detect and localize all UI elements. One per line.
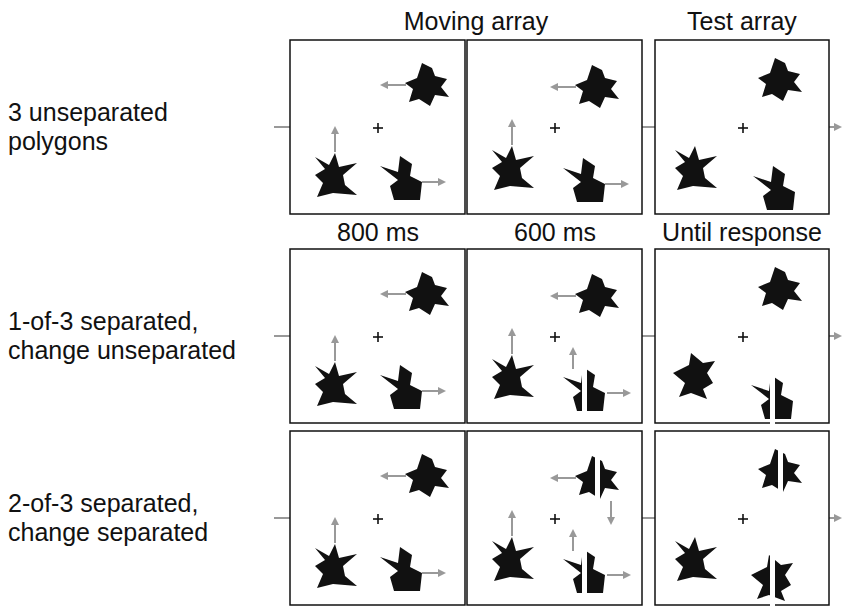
flow-tick [642,126,655,128]
panel-frame [467,249,642,423]
condition-label: 3 unseparated polygons [8,98,258,156]
panel-frame [290,249,465,423]
polygon [675,537,717,581]
fixation-cross [550,123,560,133]
condition-label: 1-of-3 separated, change unseparated [8,307,258,365]
motion-arrow [607,392,627,394]
polygon [380,365,422,409]
polygon [575,65,619,108]
display-panel [467,431,642,605]
display-panel [467,40,642,214]
polygon [315,544,357,588]
polygon [675,146,717,190]
motion-arrow [610,501,612,521]
polygon [575,274,619,317]
motion-arrow [334,521,336,543]
polygon [753,166,795,210]
motion-arrow [572,351,574,369]
column-heading: Test array [687,7,797,36]
separation-gap [582,361,587,417]
display-panel [467,249,642,423]
panel-frame [467,40,642,214]
condition-label: 2-of-3 separated, change separated [8,489,258,547]
duration-label: Until response [662,218,822,247]
separation-gap [770,369,775,425]
separation-gap [778,447,783,497]
fixation-cross [738,123,748,133]
separation-gap [582,543,587,599]
polygon [492,355,534,399]
polygon [758,267,802,310]
motion-arrow [511,123,513,145]
motion-arrow [572,533,574,551]
panel-frame [467,431,642,605]
display-panel [290,40,465,214]
motion-arrow [384,293,406,295]
polygon [380,156,422,200]
fixation-cross [738,332,748,342]
polygon [405,272,449,315]
duration-label: 600 ms [514,218,596,247]
polygon [758,58,802,101]
polygon [492,537,534,581]
duration-label: 800 ms [337,218,419,247]
motion-arrow [422,390,442,392]
flow-arrow [829,335,838,337]
panel-frame [655,249,829,423]
motion-arrow [554,86,576,88]
flow-arrow [829,517,838,519]
display-panel [655,431,829,607]
motion-arrow [384,84,406,86]
polygon [563,158,605,202]
motion-arrow [511,332,513,354]
flow-tick [274,335,290,337]
motion-arrow [511,514,513,536]
display-panel [655,40,829,214]
motion-arrow [554,477,576,479]
flow-tick [274,126,290,128]
flow-tick [274,517,290,519]
panel-frame [290,431,465,605]
fixation-cross [550,514,560,524]
motion-arrow [384,475,406,477]
panel-frame [655,431,829,605]
fixation-cross [738,514,748,524]
polygon [673,353,715,399]
flow-tick [642,517,655,519]
polygon [405,454,449,497]
motion-arrow [422,181,442,183]
fixation-cross [373,123,383,133]
polygon [315,362,357,406]
motion-arrow [607,574,627,576]
separation-gap [770,551,775,607]
motion-arrow [605,183,625,185]
display-panel [655,249,829,425]
flow-tick [642,335,655,337]
polygon [492,146,534,190]
motion-arrow [334,339,336,361]
display-panel [290,249,465,423]
separation-gap [595,453,600,503]
display-panel [290,431,465,605]
panel-frame [290,40,465,214]
flow-arrow [829,126,838,128]
motion-arrow [554,295,576,297]
fixation-cross [550,332,560,342]
column-heading: Moving array [404,7,549,36]
fixation-cross [373,332,383,342]
fixation-cross [373,514,383,524]
polygon [405,63,449,106]
motion-arrow [334,130,336,152]
panel-frame [655,40,829,214]
polygon [315,153,357,197]
polygon [380,547,422,591]
motion-arrow [422,572,442,574]
